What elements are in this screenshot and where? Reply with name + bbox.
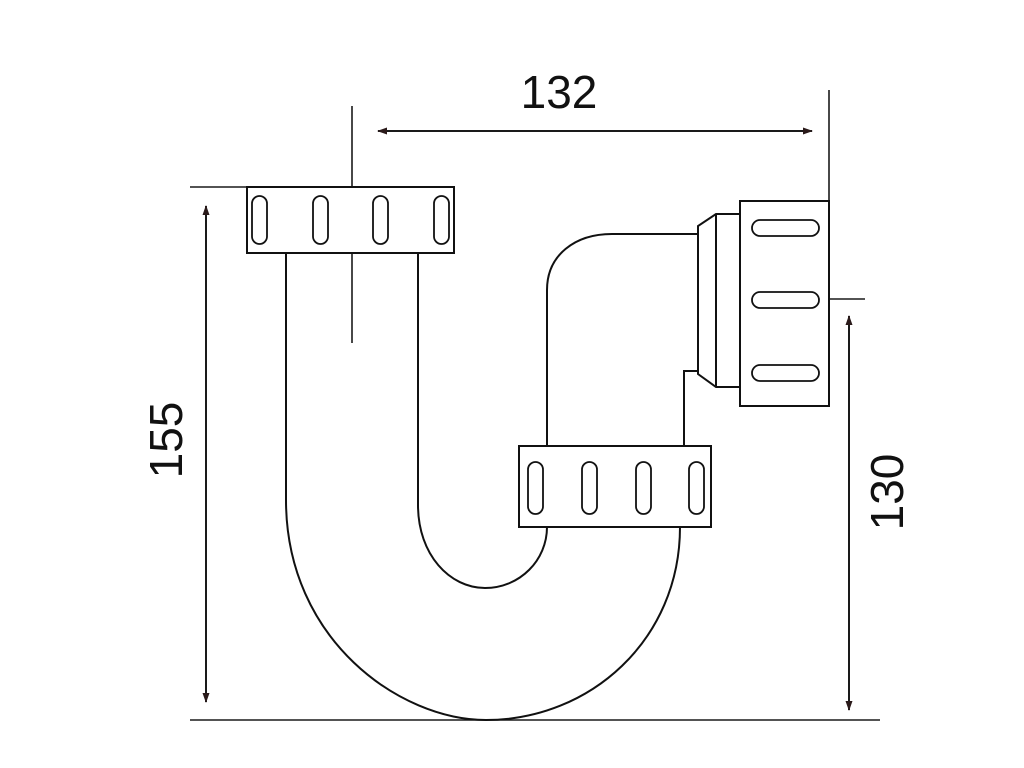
dimension-lines xyxy=(202,127,853,711)
inlet-nut xyxy=(246,186,455,254)
u-bend-inner-wall xyxy=(417,253,548,590)
outlet-height-dimension-label: 130 xyxy=(861,454,913,531)
elbow-lower-wall xyxy=(683,370,698,446)
outlet-nut xyxy=(739,200,830,407)
lower-nut-grip-slot xyxy=(527,461,544,515)
u-bend-outer-wall xyxy=(285,253,681,722)
elbow-upper-wall xyxy=(546,233,698,446)
outlet-collar-body xyxy=(697,213,741,388)
inlet-nut-grip-slot xyxy=(312,195,329,245)
outlet-nut-grip-slot xyxy=(751,364,820,382)
lower-nut-body xyxy=(518,445,712,528)
width-dimension-label: 132 xyxy=(521,66,598,118)
lower-nut-grip-slot xyxy=(688,461,705,515)
inlet-nut-grip-slot xyxy=(251,195,268,245)
outlet-nut-grip-slot xyxy=(751,291,820,309)
lower-nut-grip-slot xyxy=(581,461,598,515)
lower-nut-grip-slot xyxy=(635,461,652,515)
total-height-dimension-label: 155 xyxy=(140,402,192,479)
inlet-nut-grip-slot xyxy=(433,195,450,245)
outlet-collar xyxy=(697,213,741,388)
inlet-nut-body xyxy=(246,186,455,254)
outlet-nut-grip-slot xyxy=(751,219,820,237)
inlet-nut-grip-slot xyxy=(372,195,389,245)
lower-nut xyxy=(518,445,712,528)
pipe-body xyxy=(285,233,698,722)
